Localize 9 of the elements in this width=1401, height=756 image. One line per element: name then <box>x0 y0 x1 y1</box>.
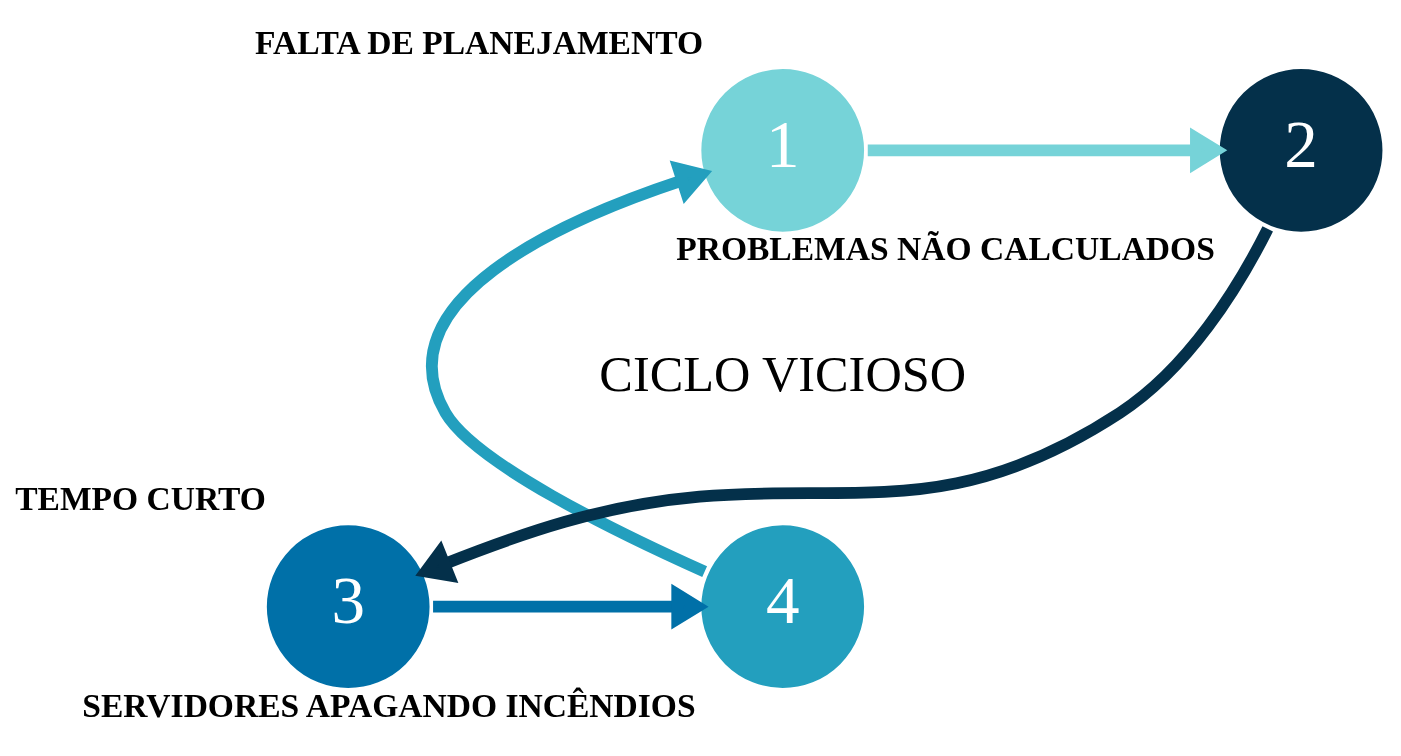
arrow <box>867 127 1228 173</box>
arrow <box>415 225 1273 583</box>
arrow <box>426 160 713 577</box>
node-label: FALTA DE PLANEJAMENTO <box>255 23 704 61</box>
node-label: PROBLEMAS NÃO CALCULADOS <box>676 229 1215 267</box>
label: CICLO VICIOSO <box>599 345 967 402</box>
arrow <box>433 583 709 629</box>
node-label: TEMPO CURTO <box>15 479 266 517</box>
node-label: SERVIDORES APAGANDO INCÊNDIOS <box>82 686 696 724</box>
